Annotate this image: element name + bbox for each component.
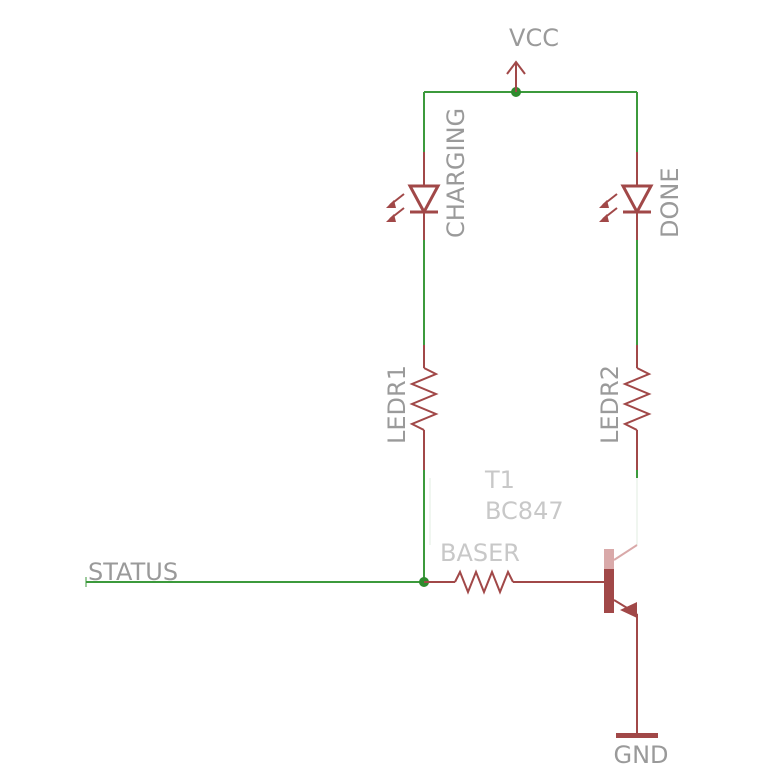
resistor-ledr2-symbol bbox=[622, 345, 652, 470]
transistor-base-bar-faded bbox=[604, 549, 614, 569]
transistor-name-label: T1 bbox=[484, 466, 515, 494]
resistor-ledr1-label: LEDR1 bbox=[383, 365, 411, 444]
transistor-part-label: BC847 bbox=[485, 497, 564, 525]
resistor-baser-symbol bbox=[424, 569, 548, 595]
transistor-base-bar bbox=[604, 569, 614, 613]
vcc-symbol bbox=[506, 60, 526, 92]
transistor-symbol bbox=[548, 544, 638, 733]
status-net-label: STATUS bbox=[88, 558, 178, 586]
wires bbox=[86, 91, 638, 583]
led-done-symbol bbox=[602, 152, 654, 240]
transistor-emitter-arrow bbox=[620, 602, 637, 618]
led-charging-symbol bbox=[389, 152, 441, 240]
transistor-collector bbox=[613, 544, 638, 561]
vcc-label: VCC bbox=[509, 24, 559, 52]
gnd-label: GND bbox=[613, 741, 668, 769]
faint-wires bbox=[429, 478, 638, 545]
resistor-ledr1-symbol bbox=[409, 345, 439, 470]
led-done-arrows bbox=[599, 200, 609, 222]
resistor-ledr2-label: LEDR2 bbox=[596, 365, 624, 444]
gnd-symbol bbox=[616, 733, 658, 738]
resistor-baser-label: BASER bbox=[440, 539, 520, 567]
led-charging-label: CHARGING bbox=[442, 108, 470, 238]
led-charging-arrows bbox=[386, 200, 396, 222]
led-done-label: DONE bbox=[656, 168, 684, 239]
